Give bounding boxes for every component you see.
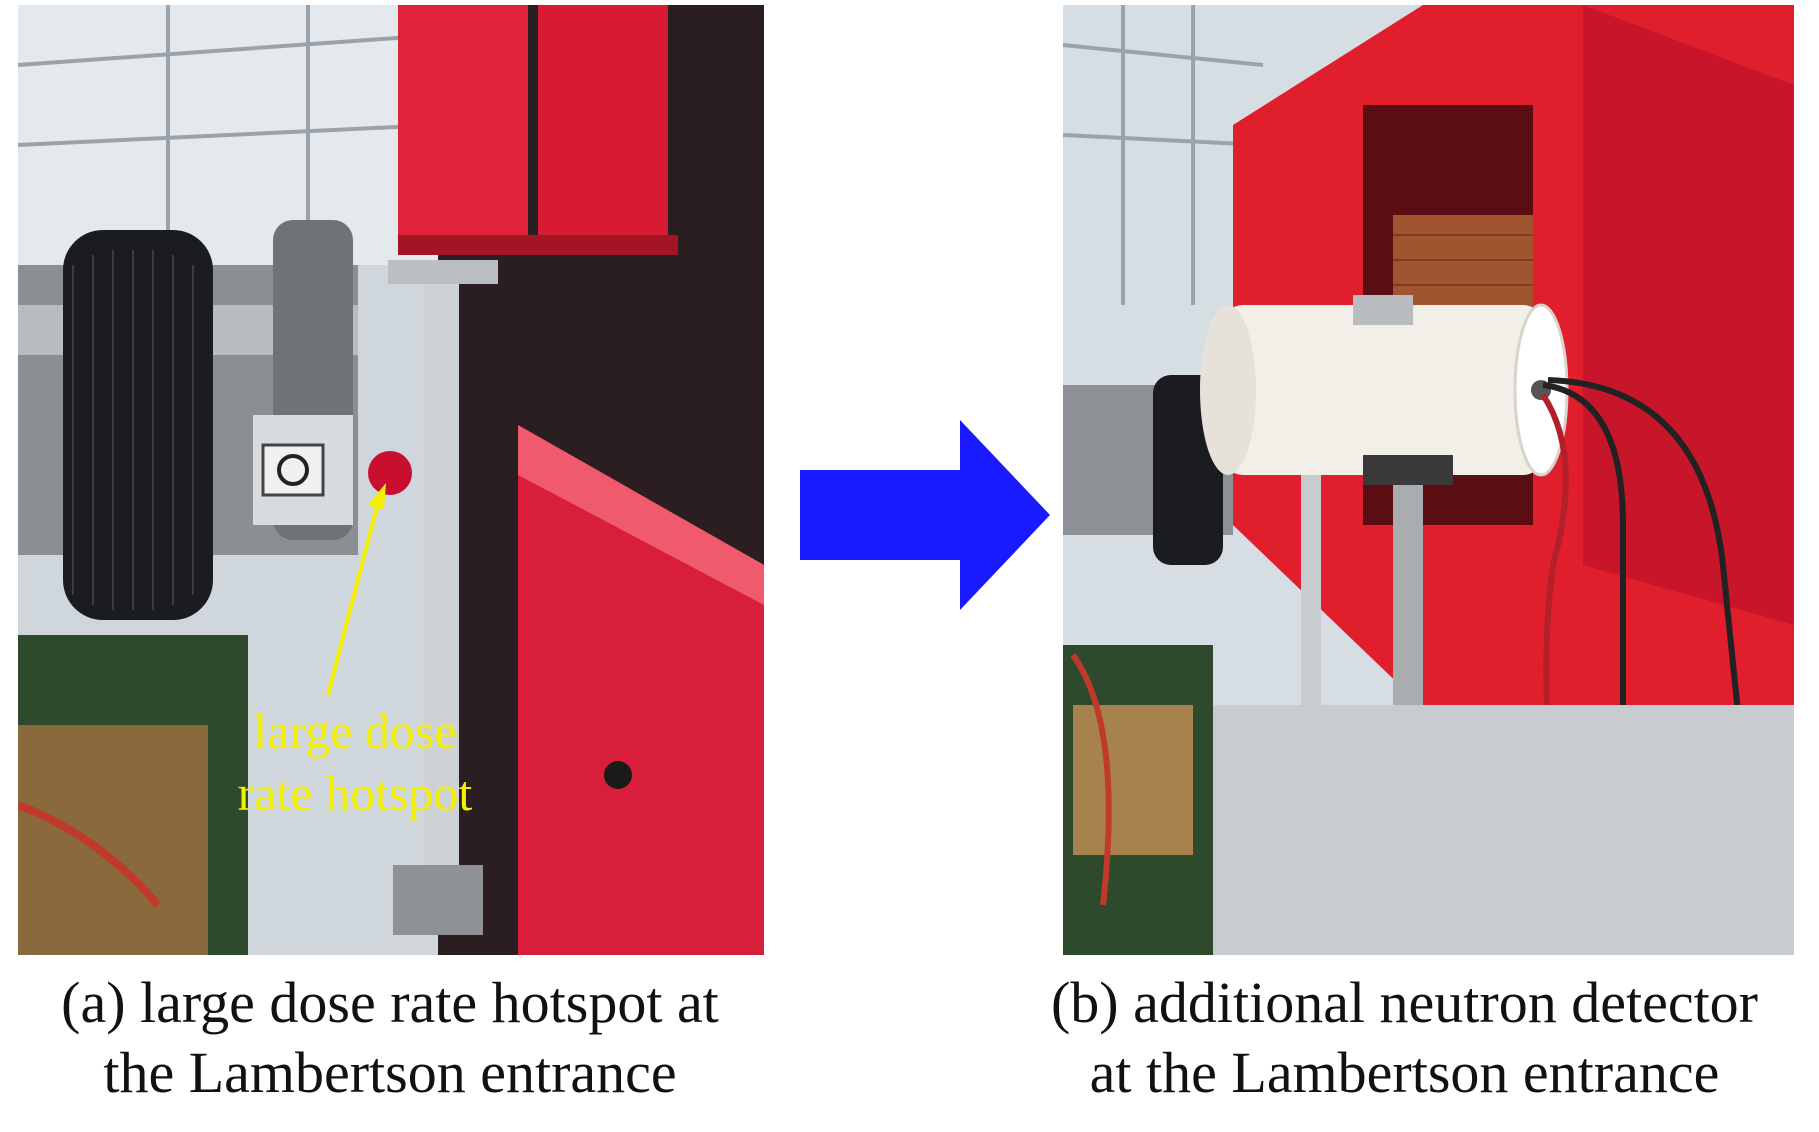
caption-panel-a-line1: (a) large dose rate hotspot at [61,970,719,1035]
photo-neutron-detector [1063,5,1794,955]
hotspot-annotation-line1: large dose [253,703,457,759]
photo-hotspot-illustration [18,5,764,955]
hotspot-annotation: large dose rate hotspot [190,700,520,824]
caption-panel-b: (b) additional neutron detector at the L… [990,968,1819,1108]
photo-hotspot [18,5,764,955]
caption-panel-b-line2: at the Lambertson entrance [1089,1040,1720,1105]
photo-neutron-detector-illustration [1063,5,1794,955]
caption-panel-a: (a) large dose rate hotspot at the Lambe… [0,968,780,1108]
caption-panel-a-line2: the Lambertson entrance [103,1040,677,1105]
hotspot-annotation-line2: rate hotspot [237,765,473,821]
right-arrow-icon [800,420,1050,610]
caption-panel-b-line1: (b) additional neutron detector [1050,970,1759,1035]
